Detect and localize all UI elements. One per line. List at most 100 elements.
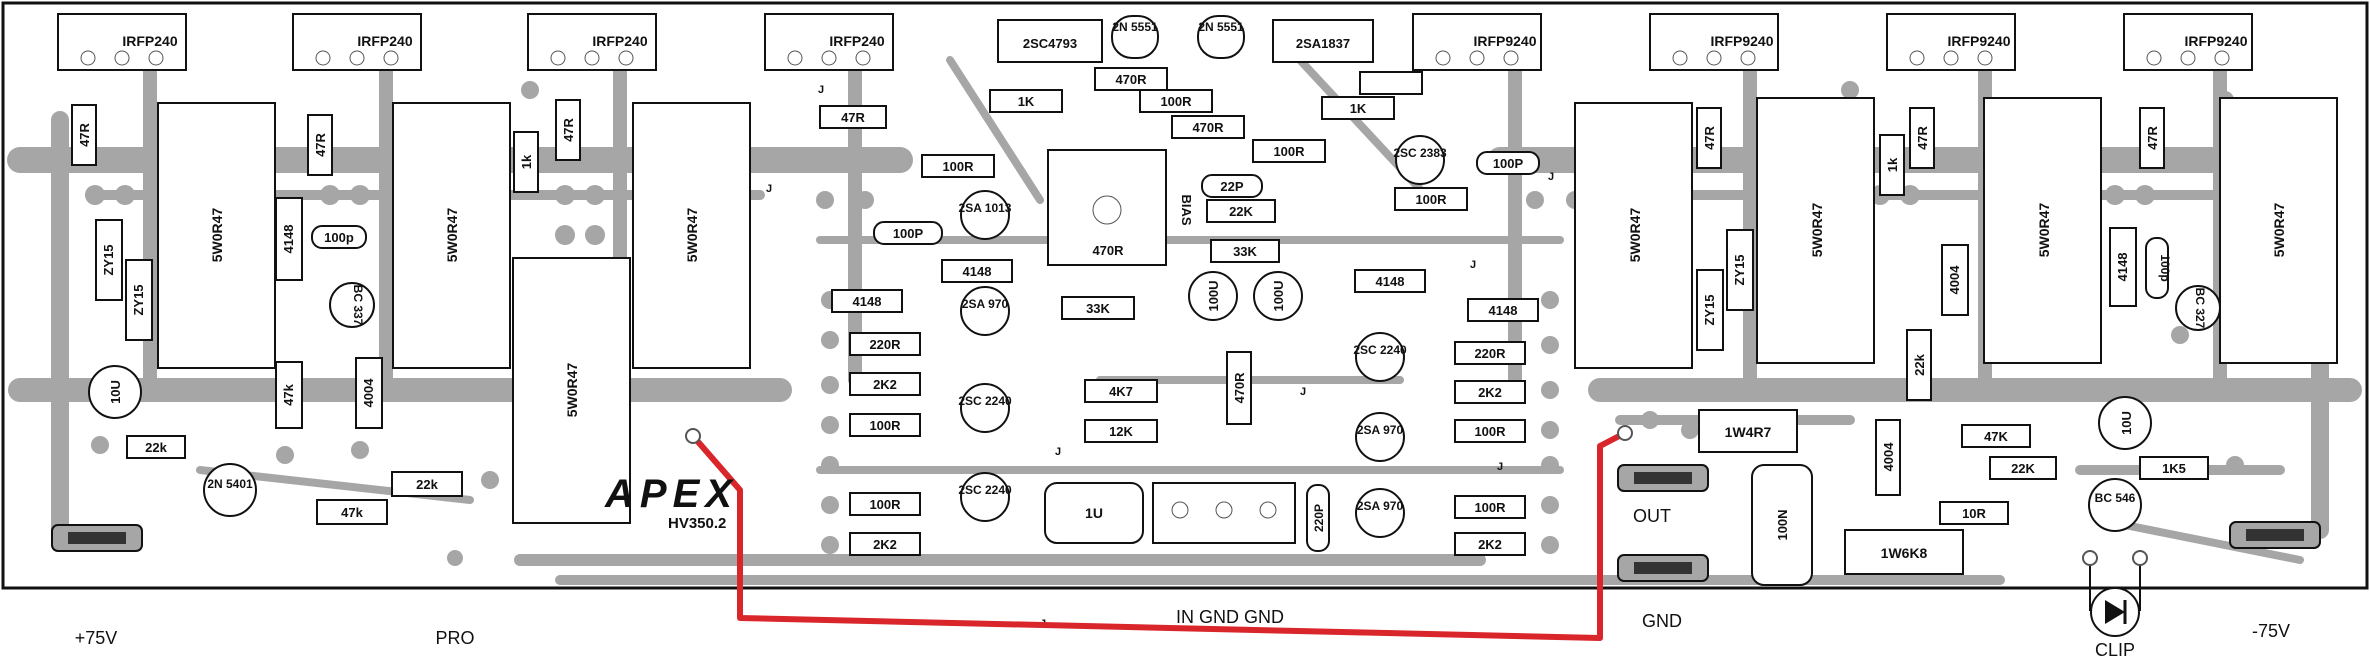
- transistor-label: 2SC 2240: [1353, 343, 1407, 357]
- gnd-pad: [1617, 425, 1633, 441]
- resistor-label: 1W4R7: [1725, 424, 1772, 440]
- clip-label: CLIP: [2095, 640, 2135, 660]
- connector-pads: [51, 464, 2321, 582]
- resistor-label: 33K: [1233, 244, 1257, 259]
- bias-label: BIAS: [1179, 194, 1194, 225]
- transistor-label: IRFP240: [592, 33, 647, 49]
- resistor-label: 100R: [1474, 500, 1506, 515]
- transistor-label: BC 546: [2095, 491, 2136, 505]
- resistor-label: 12K: [1109, 424, 1133, 439]
- left-resistor-column: 220R 2K2 100R 100R 2K2: [849, 332, 921, 556]
- transistor-label: IRFP9240: [2184, 33, 2247, 49]
- transistor-label: 2SA 970: [962, 297, 1009, 311]
- transistor-label: IRFP240: [829, 33, 884, 49]
- resistor-label: 5W0R47: [2036, 203, 2052, 258]
- transistor-label: 2N 5551: [1198, 20, 1244, 34]
- capacitor-label: 10U: [108, 380, 123, 404]
- ground-label: GND: [1642, 611, 1682, 631]
- zener-label: ZY15: [1732, 254, 1747, 285]
- resistor-label: 47K: [1984, 429, 2008, 444]
- jumper-label: J: [1055, 446, 1061, 458]
- diode-label: 4148: [281, 225, 296, 254]
- resistor-label: 2K2: [1478, 385, 1502, 400]
- model-label: HV350.2: [668, 515, 726, 532]
- resistor-label: 22K: [1229, 204, 1253, 219]
- capacitor-label: 100U: [1206, 280, 1221, 311]
- capacitor-label: 100p: [324, 230, 354, 245]
- clip-led: [2082, 550, 2148, 637]
- resistor-label: 47R: [77, 122, 92, 146]
- negative-supply-label: -75V: [2252, 621, 2290, 641]
- transistor-label: 2SC 2383: [1393, 146, 1447, 160]
- resistor-label: 22k: [1912, 353, 1927, 375]
- potentiometer-label: 470R: [1092, 243, 1124, 258]
- left-components: 47R 47R 47R 1k ZY15 ZY15 4148 100p BC 33…: [71, 99, 581, 525]
- resistor-label: 2K2: [873, 377, 897, 392]
- resistor-label: 5W0R47: [684, 208, 700, 263]
- transistor-label: 2SA 970: [1357, 423, 1404, 437]
- resistor-label: 470R: [1115, 72, 1147, 87]
- transistor-label: BC 337: [351, 285, 365, 326]
- jumper-label: J: [1548, 171, 1554, 183]
- capacitor-label: 22P: [1220, 179, 1243, 194]
- capacitor-label: 220P: [1312, 504, 1326, 532]
- transistor-label: 2SC4793: [1023, 36, 1077, 51]
- transistor-label: 2N 5551: [1112, 20, 1158, 34]
- jumper-label: J: [1470, 259, 1476, 271]
- resistor-label: 220R: [869, 337, 901, 352]
- resistor-label: 100R: [1160, 94, 1192, 109]
- diode-label: 4148: [2115, 253, 2130, 282]
- right-resistor-column: 220R 2K2 100R 100R 2K2: [1454, 341, 1526, 556]
- zener-label: ZY15: [101, 244, 116, 275]
- capacitor-label: 100N: [1775, 509, 1790, 540]
- zener-label: ZY15: [131, 284, 146, 315]
- resistor-label: 5W0R47: [209, 208, 225, 263]
- resistor-label: 5W0R47: [564, 363, 580, 418]
- diode-label: 4148: [853, 294, 882, 309]
- resistor-label: 22k: [416, 477, 438, 492]
- resistor-label: 100R: [1273, 144, 1305, 159]
- resistor-label: 1K: [1018, 94, 1035, 109]
- jumper-label: J: [1300, 386, 1306, 398]
- resistor-label: 100R: [869, 497, 901, 512]
- resistor-label: 100R: [1415, 192, 1447, 207]
- resistor-label: 1k: [1885, 157, 1900, 172]
- in-gnd-label: IN GND GND: [1176, 607, 1284, 627]
- capacitor-label: 100U: [1271, 280, 1286, 311]
- resistor-label: 47R: [2145, 125, 2160, 149]
- positive-supply-label: +75V: [75, 628, 118, 648]
- resistor-label: 2K2: [873, 537, 897, 552]
- diode-label: 4148: [1376, 274, 1405, 289]
- zener-label: ZY15: [1702, 294, 1717, 325]
- resistor-label: 1W6K8: [1881, 545, 1928, 561]
- transistor-label: IRFP9240: [1473, 33, 1536, 49]
- apex-logo: APEX HV350.2: [604, 472, 738, 532]
- capacitor-label: 10U: [2119, 411, 2134, 435]
- resistor-label: 47R: [561, 117, 576, 141]
- resistor-label: 47k: [281, 383, 296, 405]
- resistor-label: 220R: [1474, 346, 1506, 361]
- resistor-label: 5W0R47: [1809, 203, 1825, 258]
- diode-label: 4004: [361, 378, 376, 408]
- protection-label: PRO: [435, 628, 474, 648]
- jumper-label: J: [766, 183, 772, 195]
- capacitor-label: 100P: [893, 226, 924, 241]
- input-wire: [690, 430, 1627, 641]
- resistor-label: 5W0R47: [2271, 203, 2287, 258]
- resistor-label: 100R: [1474, 424, 1506, 439]
- resistor-label: 47R: [1702, 125, 1717, 149]
- resistor-label: 10R: [1962, 506, 1986, 521]
- resistor-label: 470R: [1232, 372, 1247, 404]
- transistor-label: IRFP9240: [1710, 33, 1773, 49]
- transistor-label: 2SA 970: [1357, 499, 1404, 513]
- brand-logo: APEX: [604, 472, 738, 516]
- resistor-label: 470R: [1192, 120, 1224, 135]
- resistor-label: 2K2: [1478, 537, 1502, 552]
- out-label: OUT: [1633, 506, 1671, 526]
- resistor-label: 5W0R47: [444, 208, 460, 263]
- emitter-resistors: 5W0R47 5W0R47 5W0R47 5W0R47 5W0R47 5W0R4…: [157, 97, 2338, 524]
- jumper-label: J: [1497, 461, 1503, 473]
- resistor-label: 22K: [2011, 461, 2035, 476]
- resistor-label: 47R: [1915, 125, 1930, 149]
